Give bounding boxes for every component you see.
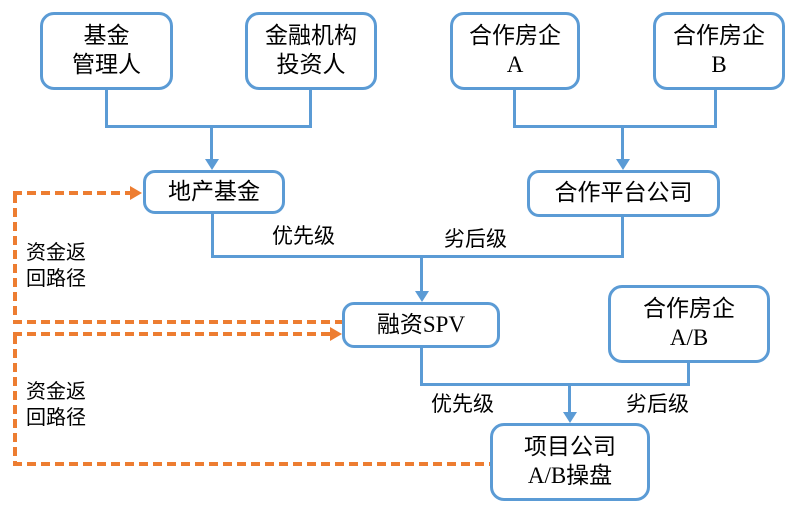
arrow-right-icon [130,186,142,200]
return-path-upper-bottom-segment [13,320,342,324]
return-path-lower-top-segment [13,332,330,336]
connector-left-tree-bar [105,125,312,128]
node-fund-manager: 基金 管理人 [40,12,173,90]
label-subordinate-tranche-upper: 劣后级 [444,227,507,251]
label-senior-tranche-lower: 优先级 [431,392,494,416]
node-partner-developer-b: 合作房企 B [653,12,785,90]
connector-fund-down [211,213,214,258]
arrow-down-icon [415,291,429,302]
arrow-right-icon [330,327,342,341]
node-financial-investor: 金融机构 投资人 [245,12,377,90]
arrow-down-icon [205,159,219,170]
connector-bottom-tree-bar [420,383,690,386]
connector-bottom-tree-stem [568,386,571,412]
label-subordinate-tranche-lower: 劣后级 [626,392,689,416]
node-financing-spv: 融资SPV [342,302,500,348]
connector-platform-down [621,217,624,258]
return-path-upper-top-segment [13,191,130,195]
node-real-estate-fund: 地产基金 [143,170,285,214]
node-partner-developer-a: 合作房企 A [450,12,580,90]
arrow-down-icon [616,159,630,170]
label-return-path-upper: 资金返 回路径 [26,242,86,290]
connector-mid-tree-stem [420,258,423,291]
return-path-lower-bottom-segment [13,462,490,466]
connector-mid-tree-bar [211,255,624,258]
connector-fund-manager-down [105,90,108,128]
connector-left-tree-stem [210,128,213,160]
connector-right-tree-stem [621,128,624,160]
node-platform-company: 合作平台公司 [527,170,720,217]
connector-partner-a-down [513,90,516,128]
connector-partner-ab-down [687,363,690,386]
node-partner-developer-ab: 合作房企 A/B [608,285,770,363]
return-path-lower-vertical-segment [13,335,17,466]
label-return-path-lower: 资金返 回路径 [26,381,86,429]
arrow-down-icon [563,412,577,423]
connector-spv-down [420,348,423,386]
connector-investor-down [309,90,312,128]
label-senior-tranche-upper: 优先级 [272,224,335,248]
connector-partner-b-down [714,90,717,128]
node-project-company: 项目公司 A/B操盘 [490,423,650,501]
connector-right-tree-bar [513,125,717,128]
return-path-upper-vertical-segment [13,194,17,324]
